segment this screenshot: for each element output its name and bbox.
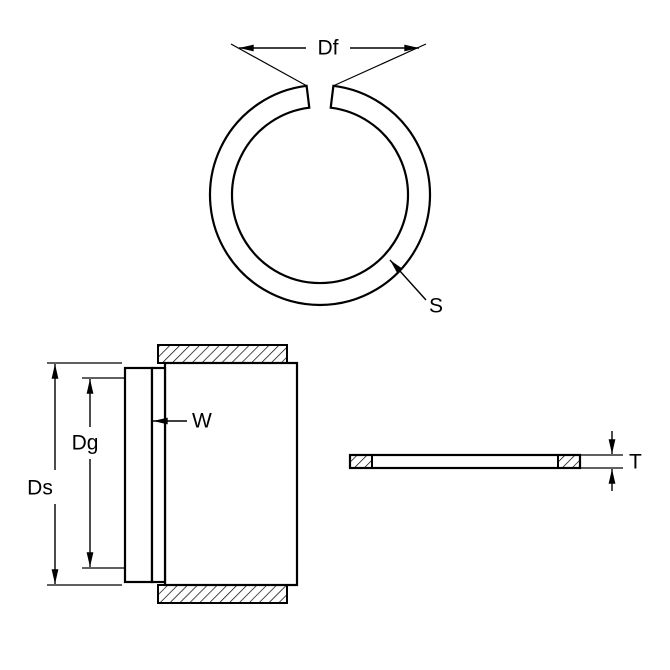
dim-label-t: T (629, 451, 642, 474)
df-extension-line-left (230, 43, 308, 87)
dim-label-w: W (192, 410, 212, 433)
housing-hatch-top (157, 344, 288, 364)
dim-label-df: Df (318, 37, 339, 60)
ring-front-view: Df S (208, 37, 443, 318)
dim-label-dg: Dg (72, 432, 99, 455)
ring-section-lip (150, 366, 167, 584)
s-leader-arrow (389, 259, 427, 301)
installed-section-view: Ds Dg W (27, 344, 299, 604)
shaft-body (163, 361, 299, 587)
df-extension-line-right (332, 43, 427, 87)
ring-edge-hatch-left (349, 454, 373, 469)
ring-edge-view: T (348, 431, 642, 491)
ring-section-body (123, 366, 154, 584)
dim-label-s: S (429, 295, 443, 318)
ring-edge-hatch-right (557, 454, 581, 469)
ring-edge-body (348, 453, 582, 470)
snap-ring-shape (208, 84, 432, 306)
housing-hatch-bottom (157, 584, 288, 604)
dim-label-ds: Ds (27, 477, 53, 500)
